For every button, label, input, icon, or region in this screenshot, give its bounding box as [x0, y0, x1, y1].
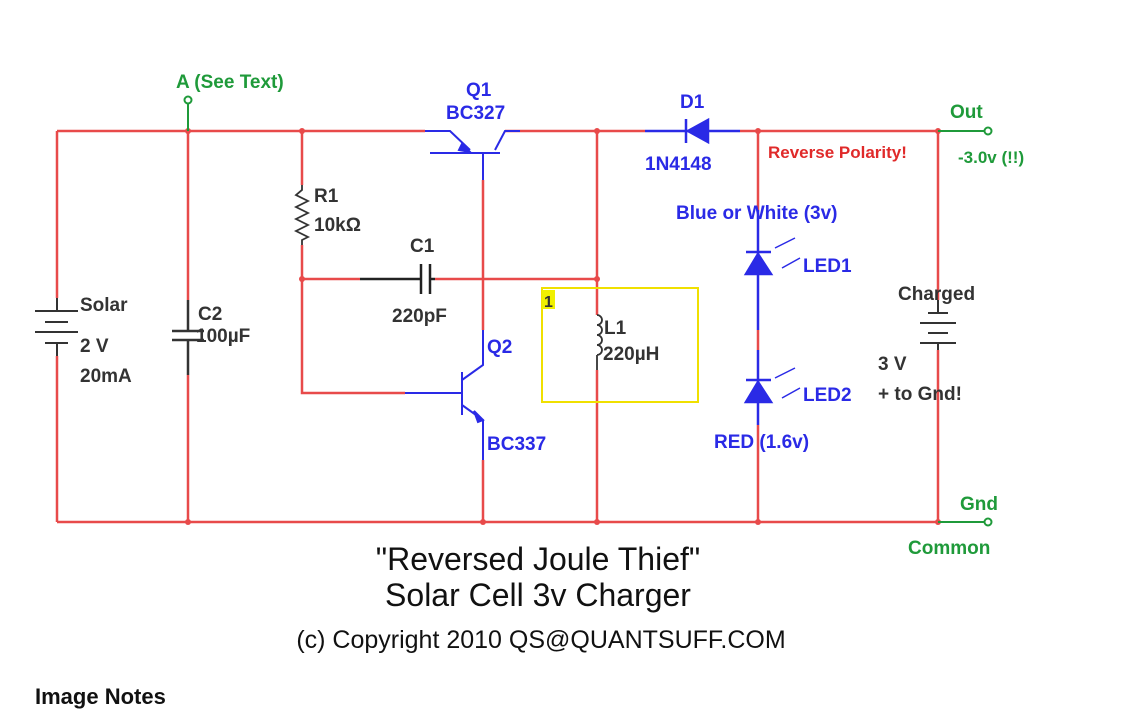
c1-name: C1 — [410, 236, 435, 257]
solar-current: 20mA — [80, 366, 132, 387]
junction-dots — [185, 128, 941, 525]
q2-part: BC337 — [487, 434, 546, 455]
r1-resistor-symbol — [293, 185, 311, 245]
c1-value: 220pF — [392, 306, 447, 327]
terminal-a-label: A (See Text) — [176, 72, 284, 93]
q2-transistor-symbol — [405, 330, 485, 460]
led2-name: LED2 — [803, 385, 852, 406]
charged-name: Charged — [898, 284, 975, 305]
copyright-text: (c) Copyright 2010 QS@QUANTSUFF.COM — [296, 626, 785, 654]
l1-marker-badge — [542, 290, 555, 309]
d1-diode-symbol — [645, 117, 740, 145]
l1-marker: 1 — [544, 294, 553, 311]
led2-note: RED (1.6v) — [714, 432, 809, 453]
diagram-title-line2: Solar Cell 3v Charger — [385, 577, 691, 613]
q1-name: Q1 — [466, 80, 492, 101]
terminals — [183, 95, 993, 527]
image-notes-heading: Image Notes — [35, 684, 166, 709]
gnd-note: Common — [908, 538, 990, 559]
r1-value: 10kΩ — [314, 215, 361, 236]
l1-inductor-symbol — [596, 314, 603, 370]
d1-name: D1 — [680, 92, 705, 113]
q1-part: BC327 — [446, 103, 505, 124]
l1-value: 220µH — [603, 344, 659, 365]
out-value: -3.0v (!!) — [958, 148, 1024, 167]
solar-battery-symbol — [35, 298, 78, 356]
charged-voltage: 3 V — [878, 354, 907, 375]
r1-name: R1 — [314, 186, 339, 207]
led2-symbol — [743, 350, 801, 425]
l1-name: L1 — [604, 318, 627, 339]
c1-capacitor-symbol — [360, 264, 435, 294]
led1-symbol — [743, 210, 801, 330]
wires — [55, 129, 940, 524]
charged-note: + to Gnd! — [878, 384, 962, 405]
gnd-label: Gnd — [960, 494, 998, 515]
diagram-title-line1: "Reversed Joule Thief" — [376, 541, 701, 577]
c2-capacitor-symbol — [172, 300, 204, 375]
solar-name: Solar — [80, 295, 128, 316]
reverse-polarity-note: Reverse Polarity! — [768, 143, 907, 162]
solar-voltage: 2 V — [80, 336, 109, 357]
l1-highlight-box — [541, 287, 699, 403]
q1-transistor-symbol — [425, 130, 520, 180]
led1-name: LED1 — [803, 256, 852, 277]
charged-battery-symbol — [920, 300, 956, 350]
c2-name: C2 — [198, 304, 222, 325]
q2-name: Q2 — [487, 337, 512, 358]
out-label: Out — [950, 102, 983, 123]
c2-value: 100µF — [196, 326, 250, 347]
d1-part: 1N4148 — [645, 154, 712, 175]
led1-note: Blue or White (3v) — [676, 203, 838, 224]
